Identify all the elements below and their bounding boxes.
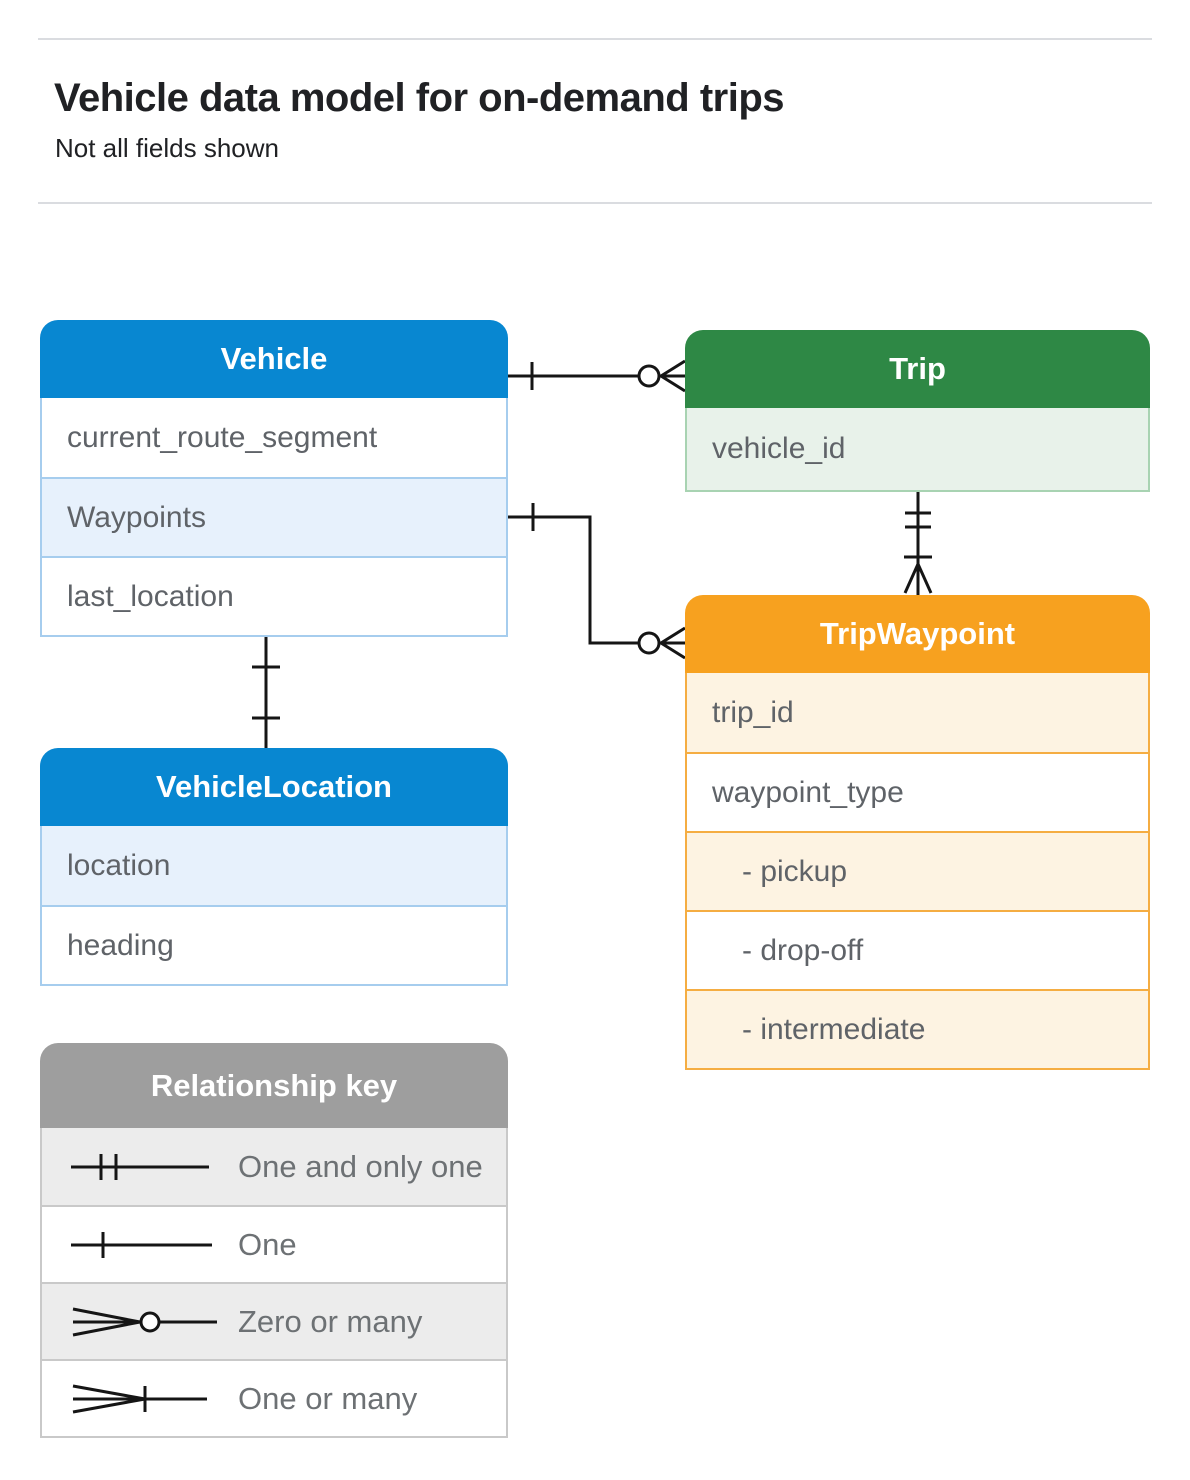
entity-vehiclelocation-header: VehicleLocation [40,748,508,826]
field-row-trip-id: trip_id [687,673,1148,752]
entity-vehiclelocation: VehicleLocation location heading [40,748,508,986]
field-label: location [67,848,171,882]
connector-vehicle-trip [508,359,686,393]
field-row-waypoint-type: waypoint_type [687,752,1148,831]
connector-vehicle-vehiclelocation [252,635,280,748]
entity-tripwaypoint-title: TripWaypoint [819,616,1016,651]
relationship-key: Relationship key One and only one One [40,1043,508,1438]
legend-label: One [238,1226,297,1262]
legend-label: One or many [238,1380,418,1416]
field-label: last_location [67,579,234,613]
field-label: - intermediate [742,1012,926,1046]
entity-vehicle-header: Vehicle [40,320,508,398]
entity-tripwaypoint-header: TripWaypoint [685,595,1150,673]
relationship-key-title: Relationship key [150,1067,398,1103]
field-row-pickup: - pickup [687,831,1148,910]
page-subtitle: Not all fields shown [55,133,279,163]
legend-label: Zero or many [238,1303,423,1339]
legend-row-one: One [42,1205,506,1282]
connector-waypoints-tripwaypoint [508,503,686,660]
field-label: Waypoints [67,500,206,534]
relationship-key-header: Relationship key [40,1043,508,1128]
top-divider [38,38,1152,40]
field-label: heading [67,928,174,962]
entity-tripwaypoint: TripWaypoint trip_id waypoint_type - pic… [685,595,1150,1070]
entity-vehicle: Vehicle current_route_segment Waypoints … [40,320,508,637]
field-row-drop-off: - drop-off [687,910,1148,989]
zero-or-many-icon [72,1307,217,1336]
legend-row-zero-or-many: Zero or many [42,1282,506,1359]
field-row-current-route-segment: current_route_segment [42,398,506,477]
one-icon [71,1231,212,1258]
legend-label: One and only one [238,1148,483,1184]
entity-vehicle-title: Vehicle [220,341,328,376]
legend-row-one-and-only-one: One and only one [42,1128,506,1205]
page-title: Vehicle data model for on-demand trips [54,76,785,120]
entity-vehiclelocation-title: VehicleLocation [155,769,392,804]
entity-trip-header: Trip [685,330,1150,408]
connector-trip-tripwaypoint [903,490,933,595]
entity-trip-title: Trip [889,351,946,386]
field-row-heading: heading [42,905,506,984]
entity-trip: Trip vehicle_id [685,330,1150,492]
one-and-only-one-icon [71,1153,209,1180]
field-label: - pickup [742,854,848,888]
field-row-vehicle-id: vehicle_id [687,408,1148,490]
field-row-waypoints: Waypoints [42,477,506,556]
field-row-intermediate: - intermediate [687,989,1148,1068]
header-divider [38,202,1152,204]
field-label: waypoint_type [712,775,904,809]
legend-row-one-or-many: One or many [42,1359,506,1436]
field-label: vehicle_id [712,432,846,465]
field-label: trip_id [712,695,794,729]
field-label: - drop-off [742,933,864,967]
field-label: current_route_segment [67,420,378,454]
one-or-many-icon [72,1384,207,1413]
field-row-last-location: last_location [42,556,506,635]
field-row-location: location [42,826,506,905]
